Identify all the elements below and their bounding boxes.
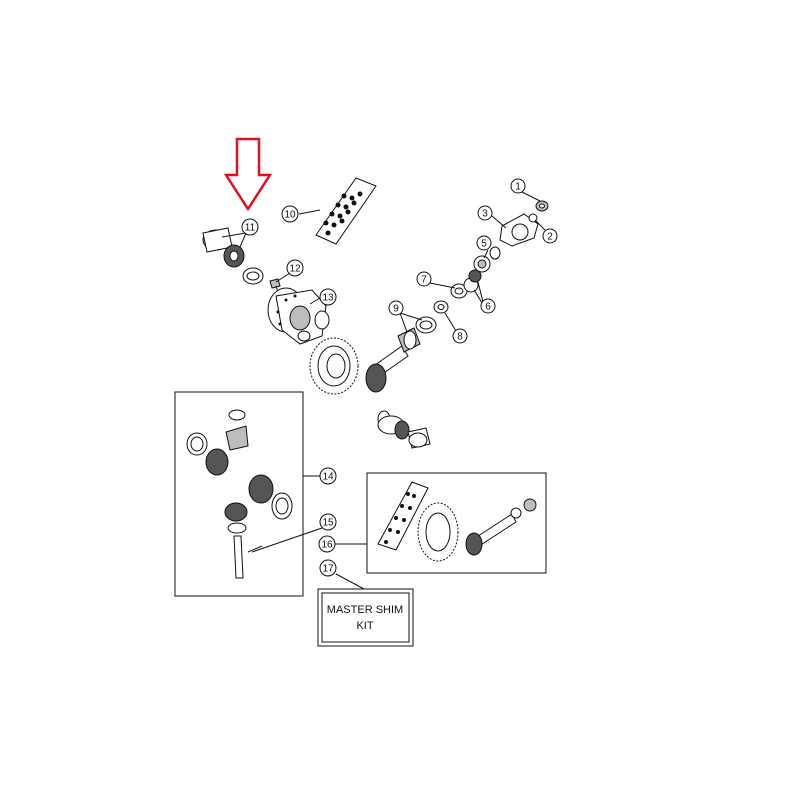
callout-9: 9 <box>388 300 404 316</box>
callout-17: 17 <box>319 559 337 577</box>
callout-13: 13 <box>319 288 337 306</box>
part-5-seal <box>473 255 491 273</box>
svg-text:1: 1 <box>515 182 521 193</box>
leader-lines <box>221 189 546 590</box>
part-14-gear-kit-box <box>174 391 304 597</box>
callout-3: 3 <box>477 205 493 221</box>
svg-text:10: 10 <box>284 210 296 221</box>
callout-1: 1 <box>510 178 526 194</box>
part-1-nut <box>535 200 549 212</box>
bearing-set-lower <box>377 410 431 449</box>
ring-gear <box>309 337 359 395</box>
svg-text:7: 7 <box>421 275 427 286</box>
svg-text:8: 8 <box>457 332 463 343</box>
svg-text:16: 16 <box>321 540 333 551</box>
svg-text:14: 14 <box>322 472 334 483</box>
svg-text:15: 15 <box>322 518 334 529</box>
seal-washer <box>489 246 501 260</box>
part-8-spacer <box>433 300 449 314</box>
part-13-differential-case <box>267 287 330 345</box>
kit-label-line1: MASTER SHIM <box>327 604 403 616</box>
callout-2: 2 <box>542 228 558 244</box>
callout-15: 15 <box>319 513 337 531</box>
svg-text:5: 5 <box>481 239 487 250</box>
shim-washer <box>242 267 264 285</box>
callout-8: 8 <box>452 328 468 344</box>
part-6-bearing <box>463 269 482 293</box>
callout-7: 7 <box>416 271 432 287</box>
svg-text:2: 2 <box>547 232 553 243</box>
svg-text:13: 13 <box>322 293 334 304</box>
part-10-shim-strip <box>315 177 377 245</box>
svg-text:17: 17 <box>322 564 334 575</box>
svg-text:3: 3 <box>482 209 488 220</box>
pinion-gear <box>365 345 409 393</box>
callout-11: 11 <box>241 218 259 236</box>
svg-text:9: 9 <box>393 304 399 315</box>
svg-text:12: 12 <box>289 264 301 275</box>
callout-10: 10 <box>281 205 299 223</box>
part-11-bearing <box>202 227 245 268</box>
indicator-arrow <box>223 137 273 212</box>
callout-16: 16 <box>318 535 336 553</box>
svg-text:11: 11 <box>245 223 256 234</box>
part-17-master-shim-kit-box: MASTER SHIM KIT <box>317 588 414 647</box>
callout-12: 12 <box>286 259 304 277</box>
callout-6: 6 <box>480 298 496 314</box>
kit-label-line2: KIT <box>356 620 373 632</box>
svg-text:6: 6 <box>485 302 491 313</box>
part-9-bearing <box>397 316 437 353</box>
callout-5: 5 <box>476 235 492 251</box>
part-3-yoke <box>499 213 539 247</box>
callout-14: 14 <box>319 467 337 485</box>
part-16-ring-pinion-box <box>366 472 547 574</box>
